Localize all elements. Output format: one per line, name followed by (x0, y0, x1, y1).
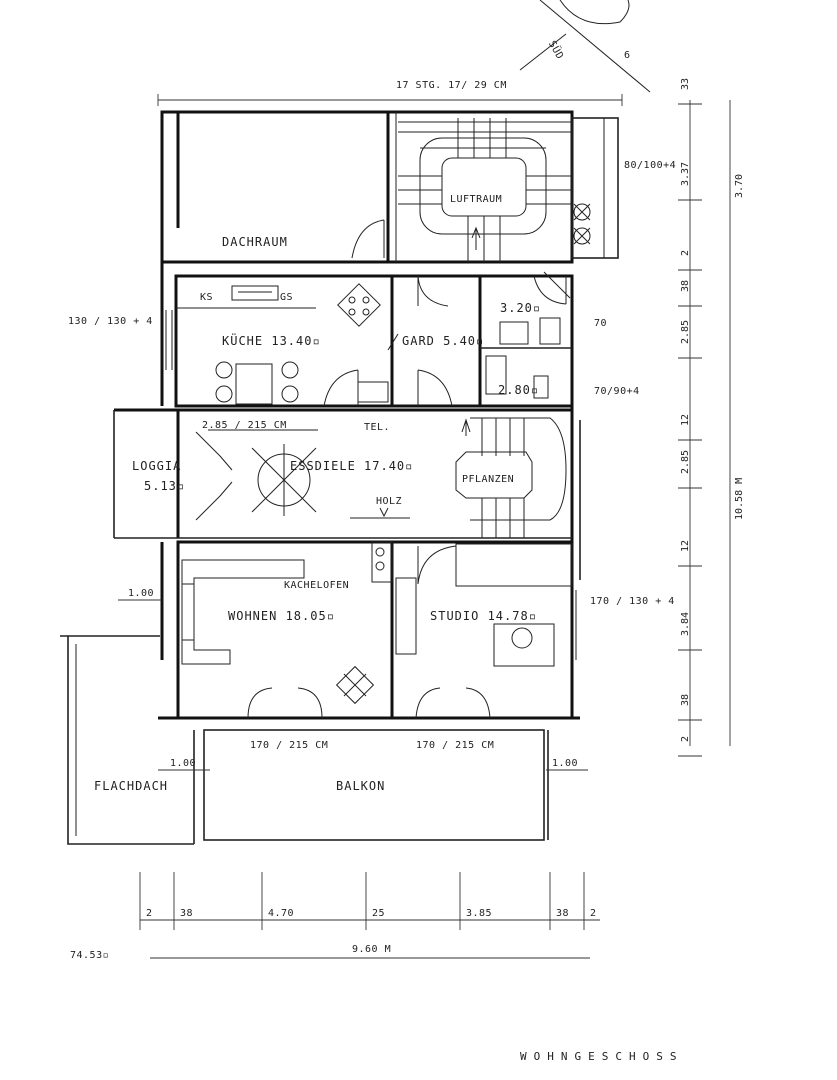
stairs-note: 17 STG. 17/ 29 CM (396, 80, 507, 91)
staircase-lower (455, 417, 567, 538)
dim-label-bottom: 2 (590, 908, 597, 919)
room-label-loggia: LOGGIA (132, 459, 181, 473)
plant-icon (573, 203, 591, 245)
dim-right-total: 10.58 M (734, 478, 745, 520)
dim-label-bottom: 38 (556, 908, 569, 919)
room-label-wohnen: WOHNEN 18.05▫ (228, 609, 335, 623)
dim-label-right: 3.84 (680, 612, 691, 636)
door-label-wohnen: 170 / 215 CM (250, 740, 328, 751)
dim-label-bottom: 25 (372, 908, 385, 919)
room-label-flachdach: FLACHDACH (94, 779, 168, 793)
window-label-mid-right: 70 (594, 318, 607, 329)
window-label-top-right: 80/100+4 (624, 160, 676, 171)
room-label-kueche: KÜCHE 13.40▫ (222, 332, 321, 348)
room-label-bath-2: 2.80▫ (498, 383, 539, 397)
room-label-gs: GS (280, 292, 293, 303)
window-label-essdiele: 2.85 / 215 CM (202, 420, 287, 431)
staircase-upper (398, 118, 572, 262)
window-label-studio: 170 / 130 + 4 (590, 596, 675, 607)
room-label-dachraum: DACHRAUM (222, 235, 288, 249)
south-label: SÜD (546, 38, 567, 61)
dim-label-bottom: 4.70 (268, 908, 294, 919)
dim-label-right: 38 (680, 280, 691, 292)
dim-label-bottom: 3.85 (466, 908, 492, 919)
room-label-loggia-area: 5.13▫ (144, 479, 185, 493)
bearing-label: 6 (624, 50, 631, 61)
room-label-ks: KS (200, 292, 213, 303)
room-label-luftraum: LUFTRAUM (450, 194, 502, 205)
window-label-kitchen: 130 / 130 + 4 (68, 316, 153, 327)
plan-title: WOHNGESCHOSS (520, 1050, 683, 1063)
dim-label-balcony-left-2: 1.00 (170, 758, 196, 769)
room-label-pflanzen: PFLANZEN (462, 474, 514, 485)
dim-label-right: 12 (680, 414, 691, 426)
room-label-essdiele: ESSDIELE 17.40▫ (290, 459, 413, 473)
room-label-tel: TEL. (364, 422, 390, 433)
room-label-gard: GARD 5.40▫ (402, 334, 484, 348)
dim-label-right: 33 (680, 78, 691, 90)
dim-label-right: 2.85 (680, 450, 691, 474)
room-label-holz: HOLZ (376, 496, 402, 507)
dim-label-balcony-right: 1.00 (552, 758, 578, 769)
dim-label-right: 3.37 (680, 162, 691, 186)
round-table (251, 444, 317, 516)
dim-label-right: 2.85 (680, 320, 691, 344)
right-dimension-chain: 33 3.37 2 38 2.85 12 2.85 12 3.84 38 2 (678, 78, 702, 757)
dim-label-right: 12 (680, 540, 691, 552)
room-label-studio: STUDIO 14.78▫ (430, 609, 537, 623)
dim-label-bottom: 2 (146, 908, 153, 919)
room-label-kachelofen: KACHELOFEN (284, 580, 349, 591)
compass-icon (519, 0, 651, 93)
floor-area-label: 74.53▫ (70, 950, 109, 961)
kachelofen-icon (371, 541, 393, 583)
room-label-bath-1: 3.20▫ (500, 301, 541, 315)
dim-label-bottom: 38 (180, 908, 193, 919)
kitchen-table (215, 361, 299, 405)
room-label-balkon: BALKON (336, 779, 385, 793)
bottom-dimension-chain: 2 38 4.70 25 3.85 38 2 (139, 872, 597, 930)
dim-label-right: 2 (680, 250, 691, 256)
stove-icon (337, 283, 381, 327)
dim-label-right: 38 (680, 694, 691, 706)
dim-label-right: 2 (680, 736, 691, 742)
door-label-studio: 170 / 215 CM (416, 740, 494, 751)
window-label-bath: 70/90+4 (594, 386, 640, 397)
fireplace-icon (335, 665, 375, 705)
dim-right-upper-total: 3.70 (734, 174, 745, 198)
dim-label-balcony-left: 1.00 (128, 588, 154, 599)
dim-bottom-total: 9.60 M (352, 944, 391, 955)
